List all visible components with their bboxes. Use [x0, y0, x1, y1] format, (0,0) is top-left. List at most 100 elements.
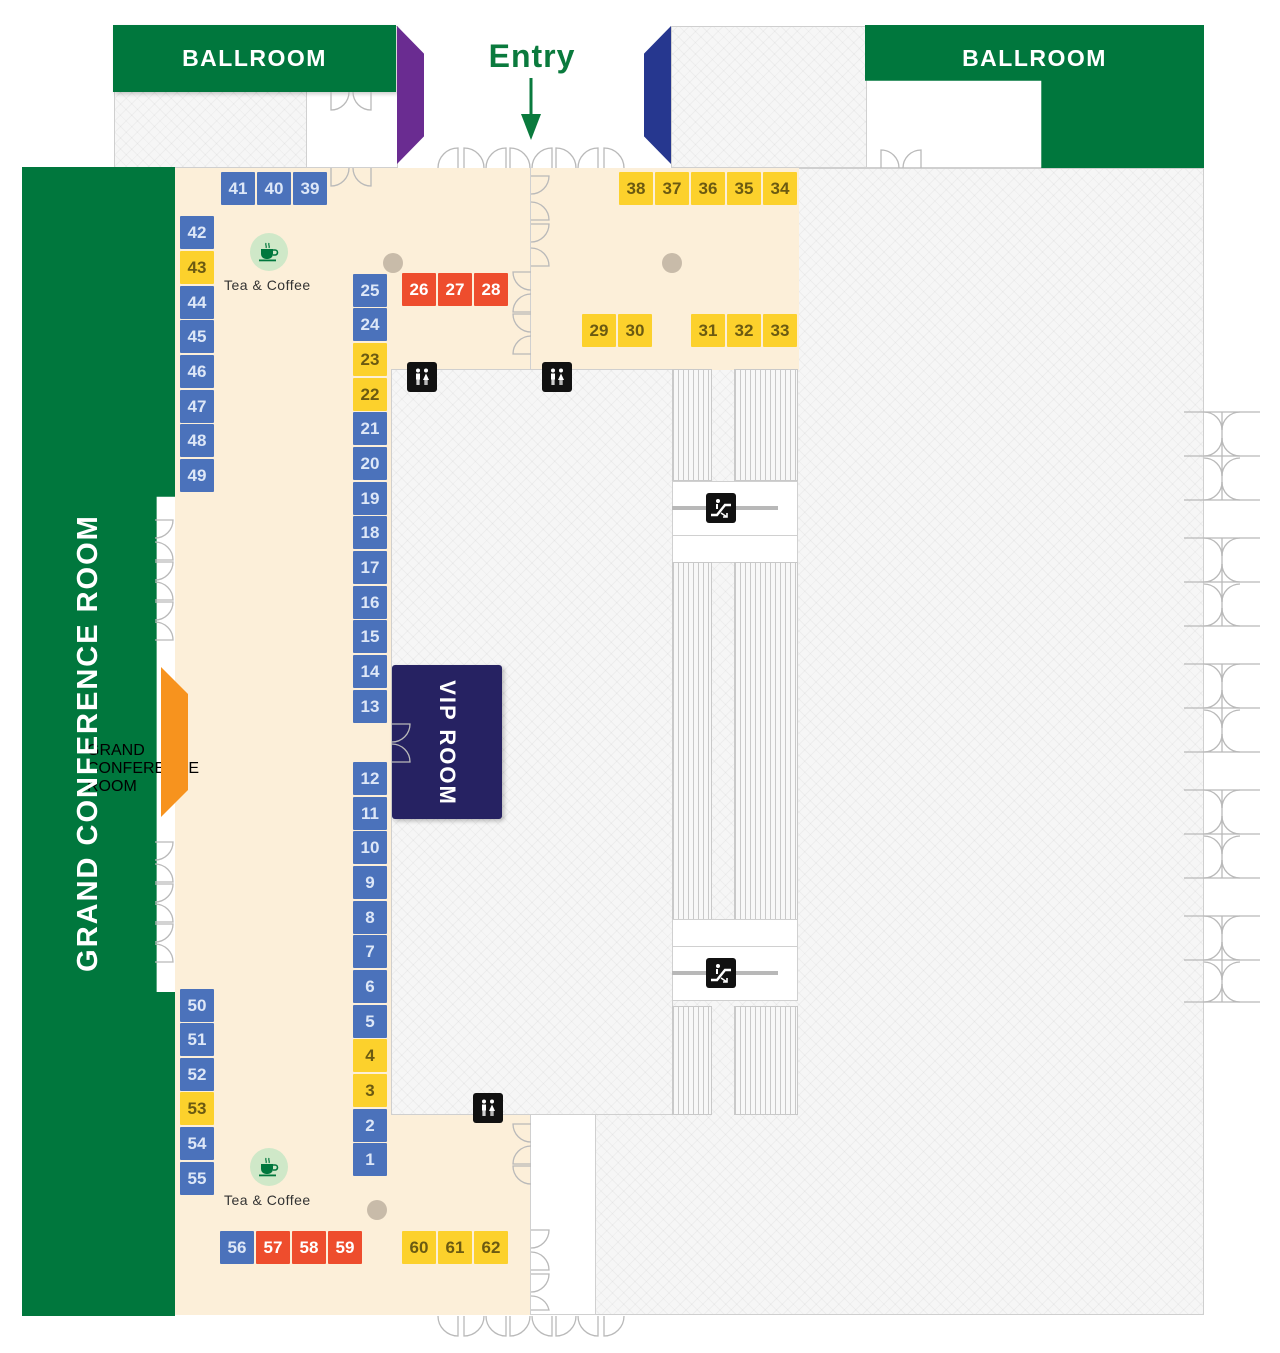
purple-entrance	[397, 26, 424, 164]
booth-18[interactable]: 18	[353, 516, 387, 549]
booth-10[interactable]: 10	[353, 831, 387, 864]
booth-59[interactable]: 59	[328, 1231, 362, 1264]
booth-32[interactable]: 32	[727, 314, 761, 347]
coffee-label-bottom: Tea & Coffee	[224, 1192, 311, 1208]
escalator-track	[672, 369, 712, 481]
coffee-cup-icon[interactable]	[250, 1148, 288, 1186]
booth-12[interactable]: 12	[353, 762, 387, 795]
ballroom-right[interactable]: BALLROOM	[865, 25, 1204, 92]
booth-1[interactable]: 1	[353, 1143, 387, 1176]
booth-61[interactable]: 61	[438, 1231, 472, 1264]
booth-58[interactable]: 58	[292, 1231, 326, 1264]
ballroom-left[interactable]: BALLROOM	[113, 25, 396, 92]
booth-9[interactable]: 9	[353, 866, 387, 899]
orange-entrance	[161, 667, 188, 817]
escalator-icon[interactable]	[706, 958, 736, 988]
booth-50[interactable]: 50	[180, 989, 214, 1022]
booth-47[interactable]: 47	[180, 390, 214, 423]
booth-8[interactable]: 8	[353, 901, 387, 934]
booth-13[interactable]: 13	[353, 690, 387, 723]
ballroom-left-label: BALLROOM	[182, 45, 327, 71]
coffee-label-top: Tea & Coffee	[224, 277, 311, 293]
booth-57[interactable]: 57	[256, 1231, 290, 1264]
booth-54[interactable]: 54	[180, 1127, 214, 1160]
door-icon	[391, 723, 411, 763]
grand-conference-room-shape[interactable]	[22, 167, 175, 1316]
door-icon	[530, 175, 550, 267]
booth-56[interactable]: 56	[220, 1231, 254, 1264]
booth-29[interactable]: 29	[582, 314, 616, 347]
booth-43[interactable]: 43	[180, 251, 214, 284]
booth-6[interactable]: 6	[353, 970, 387, 1003]
booth-24[interactable]: 24	[353, 308, 387, 341]
booth-11[interactable]: 11	[353, 797, 387, 830]
corridor-bottom	[391, 1114, 531, 1315]
booth-19[interactable]: 19	[353, 482, 387, 515]
escalator-track	[734, 562, 798, 920]
door-icon	[330, 167, 372, 187]
booth-21[interactable]: 21	[353, 412, 387, 445]
coffee-cup-icon[interactable]	[250, 233, 288, 271]
booth-28[interactable]: 28	[474, 273, 508, 306]
restroom-icon[interactable]	[407, 362, 437, 392]
booth-16[interactable]: 16	[353, 586, 387, 619]
booth-52[interactable]: 52	[180, 1058, 214, 1091]
booth-22[interactable]: 22	[353, 378, 387, 411]
booth-51[interactable]: 51	[180, 1023, 214, 1056]
restroom-glyph	[482, 1099, 495, 1116]
booth-15[interactable]: 15	[353, 620, 387, 653]
booth-20[interactable]: 20	[353, 447, 387, 480]
vip-room[interactable]	[392, 665, 502, 819]
booth-25[interactable]: 25	[353, 274, 387, 307]
booth-4[interactable]: 4	[353, 1039, 387, 1072]
booth-40[interactable]: 40	[257, 172, 291, 205]
booth-42[interactable]: 42	[180, 216, 214, 249]
pillar	[662, 253, 682, 273]
corridor-top	[391, 168, 531, 370]
escalator-icon[interactable]	[706, 493, 736, 523]
booth-26[interactable]: 26	[402, 273, 436, 306]
door-icon	[530, 1229, 550, 1311]
escalator-track	[672, 1006, 712, 1115]
booth-53[interactable]: 53	[180, 1092, 214, 1125]
booth-23[interactable]: 23	[353, 343, 387, 376]
booth-27[interactable]: 27	[438, 273, 472, 306]
booth-41[interactable]: 41	[221, 172, 255, 205]
booth-33[interactable]: 33	[763, 314, 797, 347]
door-icon	[880, 149, 922, 169]
booth-17[interactable]: 17	[353, 551, 387, 584]
booth-62[interactable]: 62	[474, 1231, 508, 1264]
booth-38[interactable]: 38	[619, 172, 653, 205]
booth-34[interactable]: 34	[763, 172, 797, 205]
escalator-track	[734, 1006, 798, 1115]
divider-line	[530, 1114, 531, 1315]
door-icon	[437, 147, 625, 169]
booth-60[interactable]: 60	[402, 1231, 436, 1264]
door-icon	[154, 519, 174, 641]
restroom-icon[interactable]	[473, 1093, 503, 1123]
booth-39[interactable]: 39	[293, 172, 327, 205]
booth-3[interactable]: 3	[353, 1074, 387, 1107]
booth-30[interactable]: 30	[618, 314, 652, 347]
booth-36[interactable]: 36	[691, 172, 725, 205]
booth-5[interactable]: 5	[353, 1005, 387, 1038]
booth-48[interactable]: 48	[180, 424, 214, 457]
booth-7[interactable]: 7	[353, 935, 387, 968]
pillar	[383, 253, 403, 273]
booth-46[interactable]: 46	[180, 355, 214, 388]
booth-35[interactable]: 35	[727, 172, 761, 205]
booth-55[interactable]: 55	[180, 1162, 214, 1195]
blue-entrance	[644, 26, 671, 164]
booth-44[interactable]: 44	[180, 286, 214, 319]
escalator-track	[672, 562, 712, 920]
booth-37[interactable]: 37	[655, 172, 689, 205]
escalator-landing	[672, 535, 798, 563]
booth-45[interactable]: 45	[180, 320, 214, 353]
booth-14[interactable]: 14	[353, 655, 387, 688]
restroom-icon[interactable]	[542, 362, 572, 392]
booth-49[interactable]: 49	[180, 459, 214, 492]
booth-2[interactable]: 2	[353, 1109, 387, 1142]
escalator-glyph	[711, 964, 731, 983]
booth-31[interactable]: 31	[691, 314, 725, 347]
vip-room-text: VIP ROOM	[430, 668, 464, 818]
